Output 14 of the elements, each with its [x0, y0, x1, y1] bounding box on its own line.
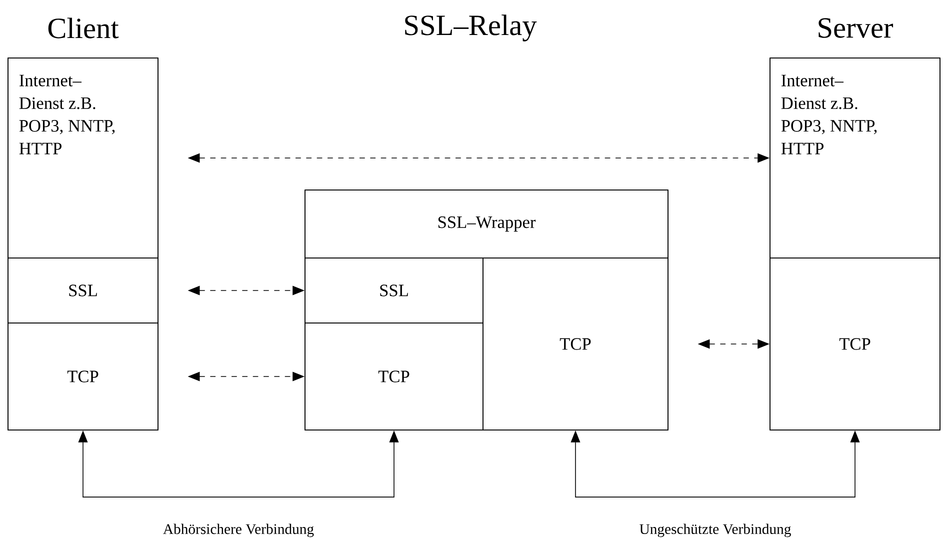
column-title: Client: [48, 18, 119, 38]
layer-box: Internet– Dienst z.B. POP3, NNTP, HTTP: [8, 58, 158, 258]
layer-box: SSL: [304, 258, 484, 324]
layer-box: Internet– Dienst z.B. POP3, NNTP, HTTP: [770, 58, 940, 258]
layer-box: TCP: [482, 258, 668, 430]
layer-box: TCP: [8, 322, 158, 430]
edge-label: Abhörsichere Verbindung: [163, 524, 314, 538]
column-title: SSL–Relay: [405, 14, 537, 42]
edge-label: Ungeschützte Verbindung: [640, 524, 791, 538]
layer-box: TCP: [770, 258, 940, 430]
layer-box: SSL–Wrapper: [304, 190, 668, 258]
layer-box: SSL: [8, 258, 158, 324]
column-title: Server: [818, 18, 894, 38]
layer-box: TCP: [304, 322, 484, 430]
